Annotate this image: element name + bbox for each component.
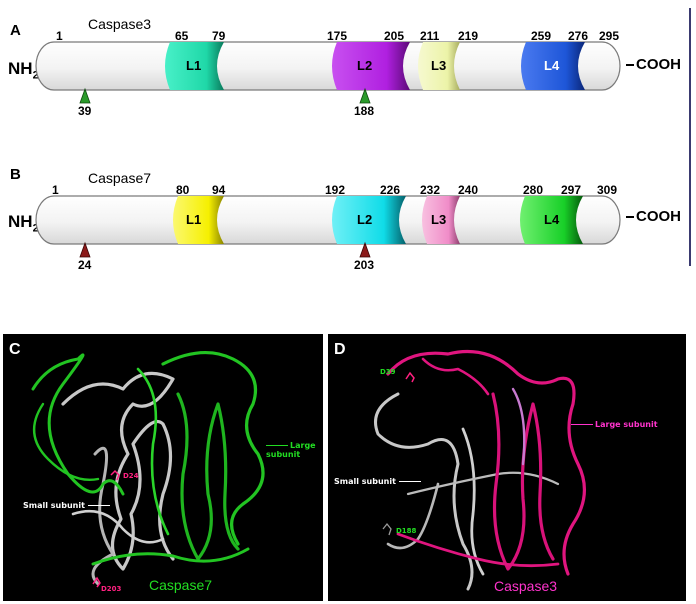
casp3-residue-d188: D188 [396, 527, 417, 535]
casp7-loop-l1 [173, 196, 224, 244]
casp7-pos-232: 232 [420, 183, 441, 197]
casp7-small-subunit-label: Small subunit [23, 501, 110, 510]
casp7-pos-240: 240 [458, 183, 479, 197]
casp7-pos-94: 94 [212, 183, 226, 197]
casp7-n-terminus: NH2 [8, 212, 39, 235]
casp3-site-188-label: 188 [354, 104, 375, 118]
casp7-pos-80: 80 [176, 183, 190, 197]
casp7-site-24-marker [79, 241, 91, 258]
casp3-residue-d39: D39 [380, 368, 396, 376]
casp3-pos-1: 1 [56, 29, 63, 43]
panel-c-caption: Caspase7 [149, 577, 213, 593]
casp7-loop-l4-label: L4 [544, 212, 560, 227]
panel-d-caption: Caspase3 [494, 578, 558, 594]
caspase7-ribbon-structure [31, 350, 265, 588]
casp3-loop-l4-label: L4 [544, 58, 560, 73]
casp3-site-39-marker [79, 87, 91, 104]
casp3-pos-219: 219 [458, 29, 479, 43]
casp7-residue-d24: D24 [123, 472, 139, 480]
casp7-loop-l1-label: L1 [186, 212, 202, 227]
panel-b-letter: B [10, 166, 21, 183]
casp3-pos-211: 211 [420, 29, 440, 43]
divider-line [689, 8, 691, 266]
casp3-loop-l3-label: L3 [431, 58, 447, 73]
casp7-site-24-label: 24 [78, 258, 92, 272]
casp3-c-terminus: COOH [626, 56, 681, 73]
casp7-loop-l3 [422, 196, 460, 244]
casp7-c-terminus: COOH [626, 208, 681, 225]
casp7-pos-192: 192 [325, 183, 346, 197]
casp3-loop-l1-label: L1 [186, 58, 202, 73]
casp7-loop-l3-label: L3 [431, 212, 447, 227]
casp3-loop-l3 [418, 42, 460, 90]
casp3-pos-295: 295 [599, 29, 620, 43]
panel-b-protein-name: Caspase7 [88, 170, 152, 186]
panel-d-letter: D [334, 341, 346, 358]
casp7-loop-l2 [332, 196, 406, 244]
casp3-pos-175: 175 [327, 29, 348, 43]
casp7-pos-280: 280 [523, 183, 544, 197]
casp7-site-203-marker [359, 241, 371, 258]
casp7-residue-d203: D203 [101, 585, 122, 593]
casp3-loop-l2 [332, 42, 410, 90]
panel-d-structure: D Large subunit Small subunit D39 D188 C… [328, 334, 686, 601]
casp3-site-188-marker [359, 87, 371, 104]
casp3-small-subunit-label: Small subunit [334, 477, 421, 486]
casp7-pos-226: 226 [380, 183, 401, 197]
panel-c-letter: C [9, 341, 21, 358]
casp7-loop-l4 [520, 196, 583, 244]
caspase7-domain-diagram [35, 195, 621, 258]
casp7-large-subunit-label: Large subunit [266, 441, 316, 459]
casp3-site-39-label: 39 [78, 104, 92, 118]
panel-a-letter: A [10, 22, 21, 39]
panel-c-structure: C Large subunit Small subunit D24 D203 C… [3, 334, 323, 601]
caspase3-domain-diagram [35, 41, 621, 104]
casp7-pos-1: 1 [52, 183, 59, 197]
casp3-pos-276: 276 [568, 29, 589, 43]
casp3-pos-205: 205 [384, 29, 405, 43]
casp3-loop-l2-label: L2 [357, 58, 373, 73]
caspase3-ribbon-structure [374, 349, 587, 591]
casp7-site-203-label: 203 [354, 258, 375, 272]
casp3-pos-79: 79 [212, 29, 226, 43]
casp3-pos-65: 65 [175, 29, 189, 43]
casp3-loop-l1 [165, 42, 224, 90]
panel-a-protein-name: Caspase3 [88, 16, 152, 32]
casp7-loop-l2-label: L2 [357, 212, 373, 227]
casp7-pos-309: 309 [597, 183, 618, 197]
casp3-pos-259: 259 [531, 29, 552, 43]
casp3-n-terminus: NH2 [8, 59, 39, 82]
casp3-large-subunit-label: Large subunit [571, 420, 658, 429]
casp7-pos-297: 297 [561, 183, 582, 197]
casp3-loop-l4 [521, 42, 585, 90]
